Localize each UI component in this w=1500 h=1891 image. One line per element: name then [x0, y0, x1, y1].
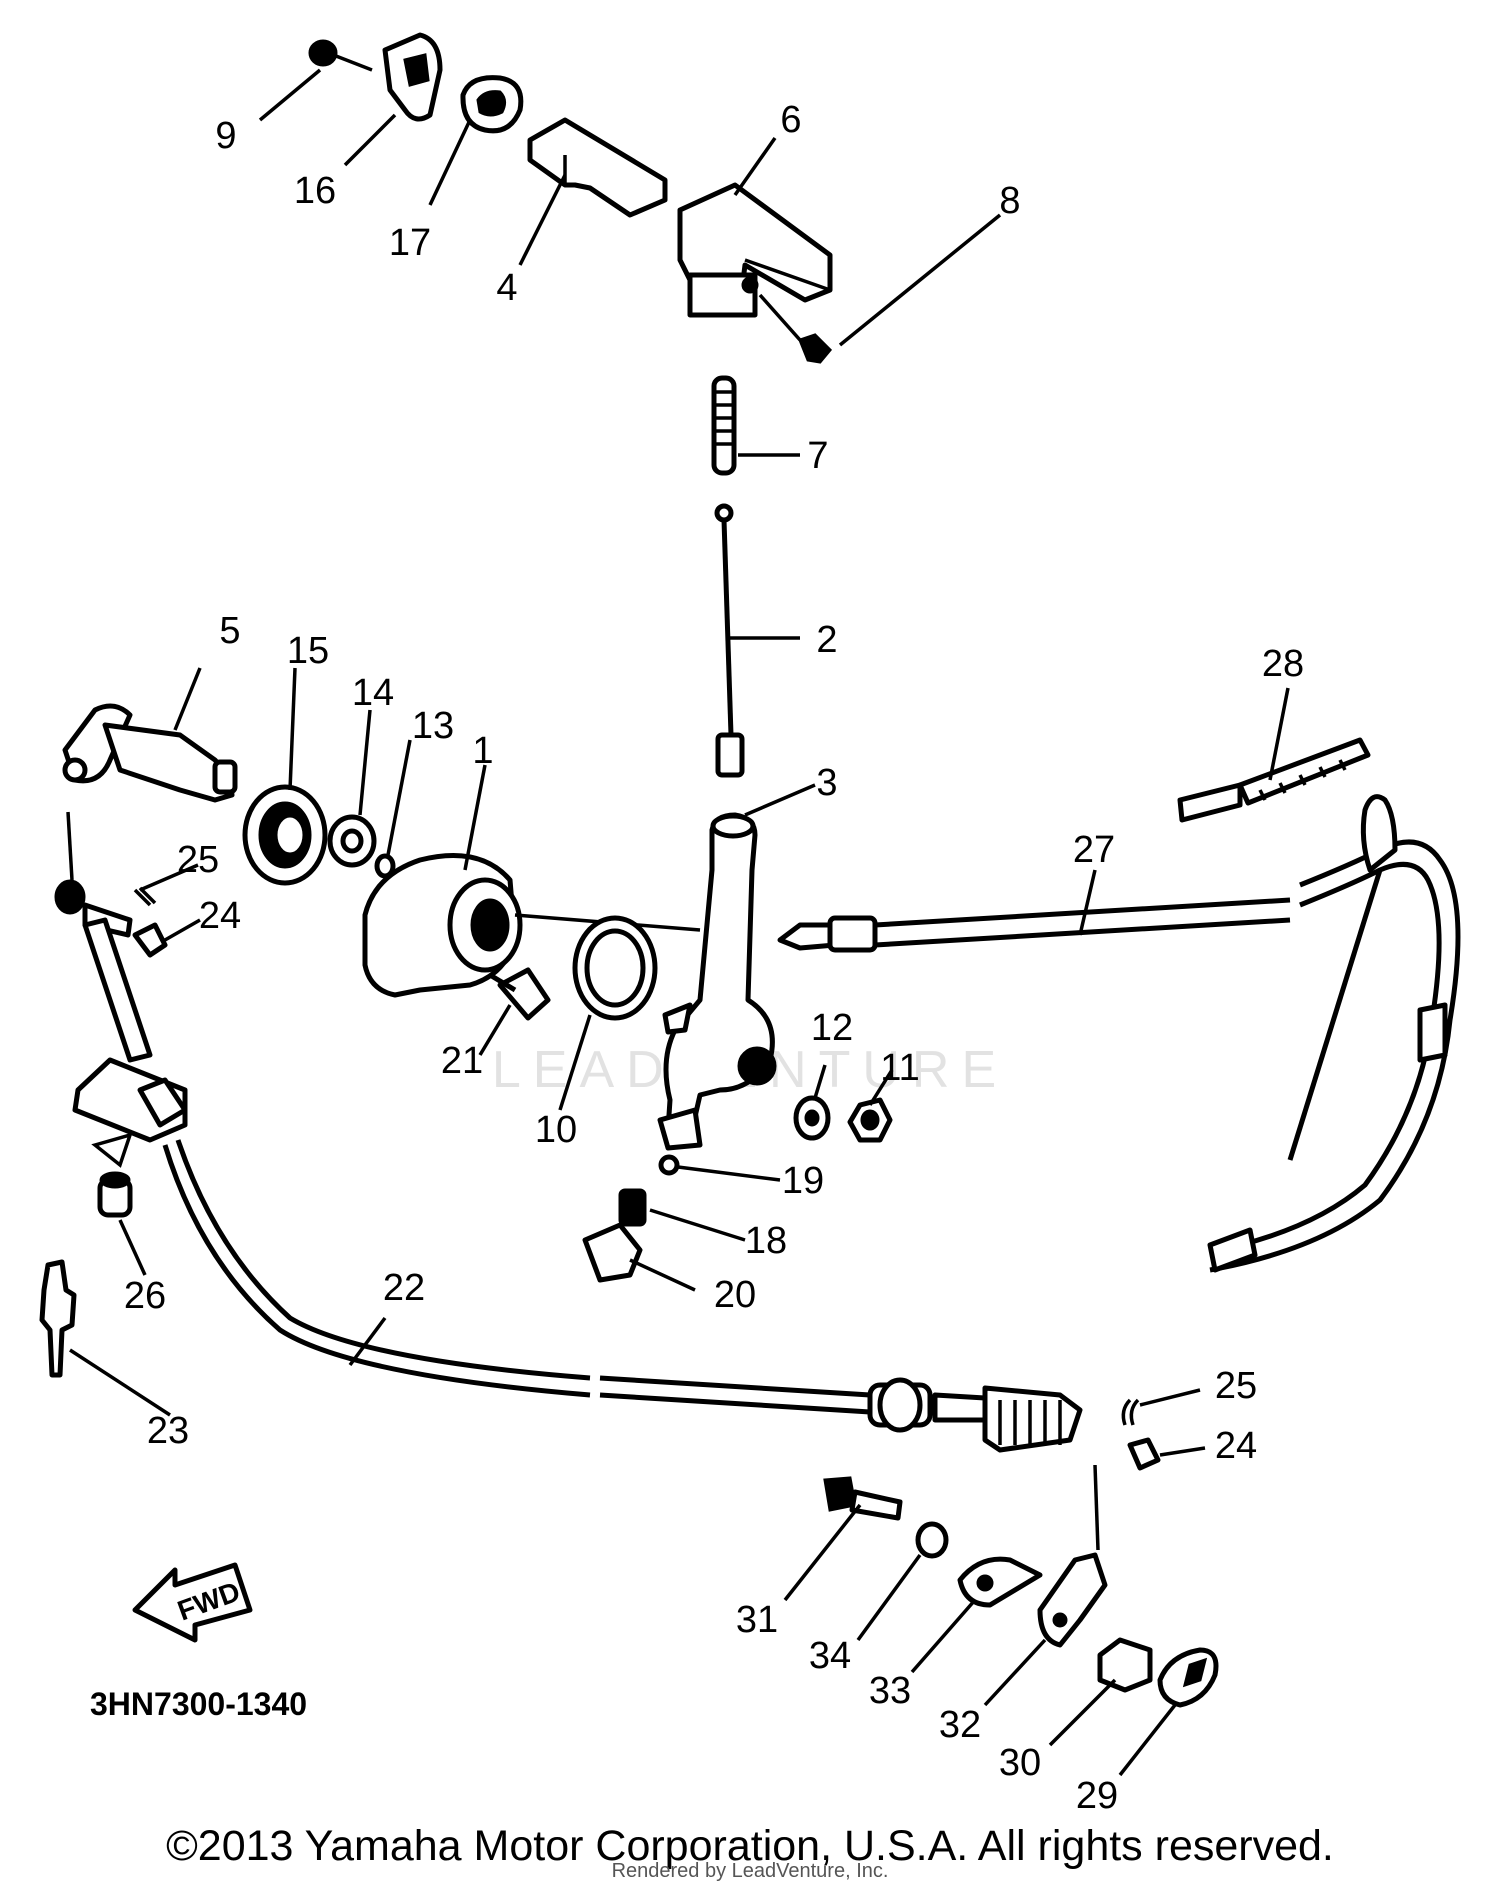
rendered-by-notice: Rendered by LeadVenture, Inc.: [611, 1860, 889, 1882]
part-19-ball: [658, 1154, 680, 1176]
callout-4: 4: [496, 267, 517, 309]
callout-28: 28: [1262, 643, 1304, 685]
part-32-bracket: [1037, 1464, 1108, 1648]
part-34-washer: [915, 1521, 949, 1559]
fwd-arrow-icon: FWD: [132, 1562, 253, 1643]
callout-22: 22: [383, 1267, 425, 1309]
copyright-notice: ©2013 Yamaha Motor Corporation, U.S.A. A…: [166, 1822, 1334, 1870]
part-2-rod: [714, 503, 745, 778]
shift-rod-assembly: [54, 811, 188, 1143]
part-28-cable-tie: [1177, 737, 1371, 823]
part-15-pulley: [242, 784, 328, 886]
callout-21: 21: [441, 1040, 483, 1082]
part-24-pin-lower: [1127, 1437, 1161, 1471]
part-22-cable: [162, 1139, 1083, 1453]
part-7-stud: [711, 375, 737, 476]
callout-12: 12: [811, 1007, 853, 1049]
part-8-bolt: [758, 293, 833, 364]
part-31-bolt: [823, 1476, 903, 1521]
part-29-cap: [1157, 1647, 1219, 1708]
part-24-pin-upper: [132, 922, 168, 958]
callout-labels: 9 16 17 4 6 8 7 2 3 5 15 14 13 1 25 24 2…: [124, 99, 1304, 1817]
part-12-washer: [793, 1095, 831, 1141]
part-11-nut: [847, 1097, 893, 1143]
diagram-part-number: 3HN7300-1340: [90, 1686, 307, 1722]
callout-25-lower: 25: [1215, 1365, 1257, 1407]
callout-14: 14: [352, 672, 394, 714]
callout-18: 18: [745, 1220, 787, 1262]
leader-lines: [69, 68, 1290, 1777]
callout-31: 31: [736, 1599, 778, 1641]
callout-15: 15: [287, 630, 329, 672]
part-10-seal: [572, 915, 658, 1021]
part-18-spring: [618, 1188, 647, 1227]
part-5-shift-arm: [62, 703, 238, 803]
callout-16: 16: [294, 170, 336, 212]
callout-3: 3: [816, 762, 837, 804]
part-33-plate: [957, 1556, 1043, 1608]
part-16-cover: [382, 32, 443, 122]
part-21-bolt: [488, 967, 551, 1021]
callout-13: 13: [412, 705, 454, 747]
callout-24-lower: 24: [1215, 1425, 1257, 1467]
callout-27: 27: [1073, 829, 1115, 871]
part-25-cotter-pin-lower: [1121, 1398, 1140, 1426]
callout-30: 30: [999, 1742, 1041, 1784]
callout-24-upper: 24: [199, 895, 241, 937]
callout-7: 7: [807, 435, 828, 477]
callout-29: 29: [1076, 1775, 1118, 1817]
part-14-washer: [327, 814, 377, 868]
part-27-cable: [777, 794, 1461, 1273]
part-23-clip: [39, 1259, 77, 1378]
callout-17: 17: [389, 222, 431, 264]
part-30-collar: [1097, 1637, 1153, 1693]
callout-34: 34: [809, 1635, 851, 1677]
part-17-grommet: [460, 75, 524, 134]
callout-8: 8: [999, 180, 1020, 222]
part-25-cotter-pin-upper: [133, 886, 157, 907]
part-6-lever-head: [677, 182, 833, 318]
callout-5: 5: [219, 610, 240, 652]
part-20-cap: [582, 1222, 643, 1283]
callout-20: 20: [714, 1274, 756, 1316]
part-1-gear-housing: [362, 853, 701, 998]
callout-9: 9: [215, 115, 236, 157]
part-13-o-ring: [374, 853, 396, 879]
callout-1: 1: [472, 730, 493, 772]
callout-2: 2: [816, 619, 837, 661]
callout-25-upper: 25: [177, 839, 219, 881]
part-3-housing: [657, 812, 777, 1151]
part-4-handle: [527, 117, 668, 218]
callout-6: 6: [780, 99, 801, 141]
callout-10: 10: [535, 1109, 577, 1151]
callout-33: 33: [869, 1670, 911, 1712]
callout-11: 11: [880, 1047, 919, 1089]
callout-26: 26: [124, 1275, 166, 1317]
callout-23: 23: [147, 1410, 189, 1452]
part-26-grommet: [91, 1132, 133, 1218]
callout-19: 19: [782, 1160, 824, 1202]
callout-32: 32: [939, 1704, 981, 1746]
part-9-screw: [308, 39, 373, 72]
